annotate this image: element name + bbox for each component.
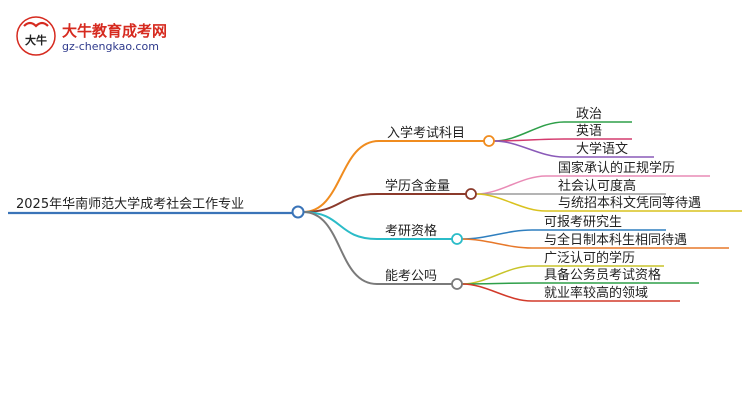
branch-label-1: 入学考试科目 bbox=[387, 125, 465, 141]
mind-map-edges bbox=[8, 121, 742, 302]
leaf-label-1-1: 政治 bbox=[576, 107, 602, 122]
leaf-label-3-2: 与全日制本科生相同待遇 bbox=[544, 232, 687, 248]
leaf-label-4-3: 就业率较高的领域 bbox=[544, 285, 648, 301]
leaf-edge-2-3 bbox=[475, 193, 547, 212]
leaf-edge-3-2 bbox=[461, 238, 533, 249]
leaf-edge-3-1 bbox=[461, 229, 533, 240]
root-label: 2025年华南师范大学成考社会工作专业 bbox=[16, 196, 244, 212]
branch-edge-2 bbox=[302, 193, 378, 213]
leaf-label-3-1: 可报考研究生 bbox=[544, 215, 622, 230]
leaf-edge-4-3 bbox=[461, 283, 533, 302]
branch-node-3[interactable] bbox=[451, 233, 463, 245]
brand-name: 大牛教育成考网 bbox=[62, 22, 168, 40]
leaf-label-2-3: 与统招本科文凭同等待遇 bbox=[558, 195, 701, 211]
branch-label-2: 学历含金量 bbox=[385, 178, 450, 194]
leaf-label-4-2: 具备公务员考试资格 bbox=[544, 267, 661, 283]
leaf-edge-1-3 bbox=[493, 140, 565, 158]
branch-edge-1 bbox=[302, 140, 380, 213]
leaf-label-4-1: 广泛认可的学历 bbox=[544, 250, 635, 266]
branch-label-3: 考研资格 bbox=[385, 223, 437, 239]
leaf-label-1-3: 大学语文 bbox=[576, 141, 628, 157]
leaf-label-2-2: 社会认可度高 bbox=[558, 178, 636, 194]
logo-glyph: 大牛 bbox=[25, 33, 47, 47]
site-logo[interactable]: 大牛 大牛教育成考网 gz-chengkao.com bbox=[14, 14, 234, 58]
leaf-label-2-1: 国家承认的正规学历 bbox=[558, 160, 675, 176]
branch-node-2[interactable] bbox=[465, 188, 477, 200]
branch-label-4: 能考公吗 bbox=[385, 269, 437, 284]
leaf-edge-2-1 bbox=[475, 175, 547, 195]
branch-node-1[interactable] bbox=[483, 135, 495, 147]
leaf-edge-4-1 bbox=[461, 265, 533, 285]
bull-logo-icon: 大牛 bbox=[16, 16, 56, 56]
branch-edge-3 bbox=[302, 211, 378, 240]
leaf-label-1-2: 英语 bbox=[576, 124, 602, 139]
branch-edge-4 bbox=[302, 211, 378, 285]
leaf-edge-1-1 bbox=[493, 121, 565, 142]
branch-node-4[interactable] bbox=[451, 278, 463, 290]
brand-site: gz-chengkao.com bbox=[62, 40, 159, 53]
root-node[interactable] bbox=[291, 205, 305, 219]
